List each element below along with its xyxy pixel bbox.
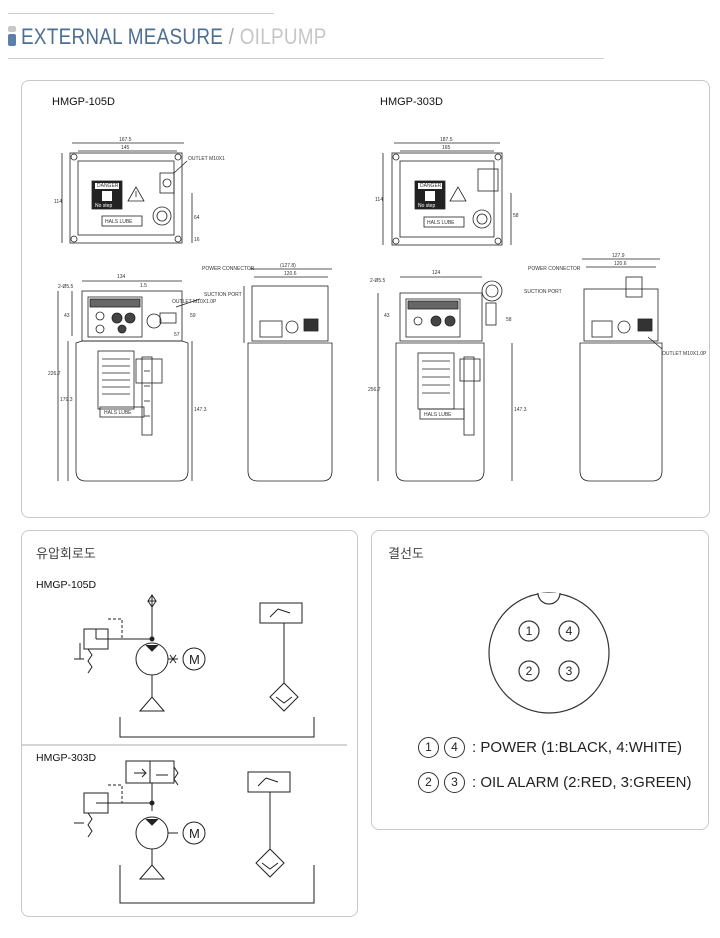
legend-alarm-pin-b: 3 — [444, 772, 465, 793]
dim-303-w3: 124 — [432, 270, 441, 276]
connector-diagram: 1 4 2 3 — [488, 592, 610, 714]
pin-1-label: 1 — [526, 624, 533, 638]
callout-303-suction: SUCTION PORT — [524, 289, 562, 295]
dimension-drawings: 167.5 145 DANGER No step HALS LUBE 114 6… — [48, 137, 707, 482]
dim-105-h3: 16 — [194, 237, 200, 243]
circuit-303d — [74, 760, 315, 904]
title-separator: / — [228, 24, 235, 49]
title-bullet-icon — [8, 26, 16, 46]
legend-power-text: : POWER (1:BLACK, 4:WHITE) — [472, 739, 683, 756]
legend-alarm-text: : OIL ALARM (2:RED, 3:GREEN) — [472, 774, 692, 791]
pin-3 — [558, 660, 580, 682]
dim-303-w2: 165 — [442, 145, 451, 151]
callout-303-outlet: OUTLET M10X1.0P — [662, 351, 707, 357]
dim-105-w2: 145 — [121, 145, 130, 151]
plate-brand-303-front: HALS LUBE — [424, 412, 452, 418]
pin-3-label: 3 — [566, 664, 573, 678]
hydraulic-model-b: HMGP-303D — [36, 752, 97, 764]
dim-303-h1: 114 — [375, 197, 383, 203]
pin-4 — [558, 620, 580, 642]
pin-4-label: 4 — [566, 624, 573, 638]
dim-105-v6: 2-Ø5.5 — [58, 284, 74, 290]
dim-303-d1: 127.9 — [612, 253, 625, 259]
drawing-105d-top-view: 167.5 145 DANGER No step HALS LUBE 114 6… — [54, 137, 225, 244]
drawing-303d-side-view: POWER CONNECTOR SUCTION PORT 127.9 120.6… — [524, 253, 707, 482]
dim-105-v3: 226.7 — [48, 371, 61, 377]
dim-105-v1: 43 — [64, 313, 70, 319]
callout-105-outlet: OUTLET M10X1.0P — [172, 299, 217, 305]
callout-105-power: POWER CONNECTOR — [202, 266, 255, 272]
dim-303-d2: 120.6 — [614, 261, 627, 267]
plate-brand-105: HALS LUBE — [105, 219, 133, 225]
plate-danger-303: DANGER — [420, 183, 442, 189]
dim-105-h1: 114 — [54, 199, 62, 205]
motor-label-b: M — [189, 826, 200, 841]
dim-303-v5: 147.3 — [514, 407, 527, 413]
legend-power-pin-b: 4 — [444, 737, 465, 758]
hydraulic-title: 유압회로도 — [36, 546, 96, 561]
dim-303-w1: 187.5 — [440, 137, 453, 143]
external-measure-panel: HMGP-105D HMGP-303D 167.5 145 DANGER No … — [21, 80, 710, 518]
callout-105-outlet-top: OUTLET M10X1 — [188, 156, 225, 162]
circuit-105d — [74, 594, 315, 738]
page-title: EXTERNAL MEASURE / OILPUMP — [21, 24, 327, 50]
callout-105-suction: SUCTION PORT — [204, 292, 242, 298]
legend-power-pin-a: 1 — [418, 737, 439, 758]
drawing-105d-front-view: 134 1.5 2-Ø5.5 HALS LUBE 226.7 179.3 43 — [48, 274, 217, 482]
plate-brand-303: HALS LUBE — [427, 220, 455, 226]
title-main: EXTERNAL MEASURE — [21, 24, 224, 49]
pin-2 — [518, 660, 540, 682]
model-label-303d: HMGP-303D — [380, 96, 443, 108]
drawing-303d-top-view: 187.5 165 DANGER No step HALS LUBE 58 11… — [375, 137, 519, 246]
plate-nostep-303: No step — [418, 203, 435, 209]
plate-nostep-105: No step — [95, 203, 112, 209]
dim-105-w3: 134 — [117, 274, 126, 280]
pin-2-label: 2 — [526, 664, 533, 678]
drawing-303d-front-view: 2-Ø5.5 124 HALS LUBE 256.7 43 147.3 58 — [368, 270, 527, 482]
hydraulic-schematics: M M — [22, 594, 347, 904]
dim-105-d1: (127.8) — [280, 263, 296, 269]
plate-danger-105: DANGER — [97, 183, 119, 189]
dim-303-v6: 2-Ø5.5 — [370, 278, 386, 284]
header-top-divider — [8, 13, 274, 14]
dim-303-h2: 58 — [513, 213, 519, 219]
dim-105-v2: 57 — [174, 332, 180, 338]
dim-105-v7: 59 — [190, 313, 196, 319]
dim-303-v1: 43 — [384, 313, 390, 319]
dim-105-d2: 120.6 — [284, 271, 297, 277]
pin-1 — [518, 620, 540, 642]
connector-key-notch — [537, 592, 561, 605]
title-sub: OILPUMP — [239, 24, 327, 49]
dim-105-v5: 147.3 — [194, 407, 207, 413]
plate-brand-105-front: HALS LUBE — [104, 410, 132, 416]
dim-105-w4: 1.5 — [140, 283, 147, 289]
dim-105-w1: 167.5 — [119, 137, 132, 143]
hydraulic-model-a: HMGP-105D — [36, 579, 97, 591]
callout-303-power: POWER CONNECTOR — [528, 266, 581, 272]
hydraulic-circuit-panel: 유압회로도 HMGP-105D HMGP-303D — [21, 530, 358, 917]
header-bottom-divider — [8, 58, 604, 59]
model-label-105d: HMGP-105D — [52, 96, 115, 108]
connector-outline — [488, 592, 610, 714]
dim-105-v4: 179.3 — [60, 397, 73, 403]
wiring-title: 결선도 — [388, 546, 424, 561]
dim-105-h2: 64 — [194, 215, 200, 221]
legend-alarm-pin-a: 2 — [418, 772, 439, 793]
dim-303-v3: 256.7 — [368, 387, 381, 393]
dim-303-v7: 58 — [506, 317, 512, 323]
motor-label-a: M — [189, 652, 200, 667]
drawing-105d-side-view: POWER CONNECTOR SUCTION PORT (127.8) 120… — [202, 263, 333, 482]
